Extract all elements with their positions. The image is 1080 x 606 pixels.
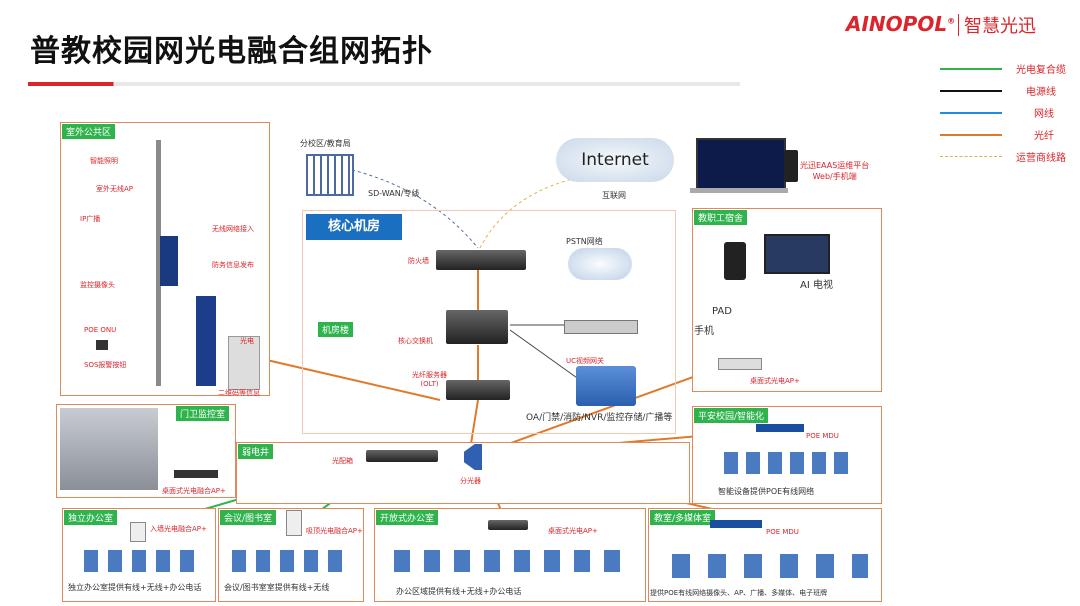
core-room-title: 核心机房 (306, 214, 402, 240)
poe-mdu-icon (756, 424, 804, 432)
legend-item: 光纤 (940, 126, 1070, 148)
cabinet-icon (228, 336, 260, 390)
legend-item: 电源线 (940, 82, 1070, 104)
title-underline (28, 82, 740, 86)
legend-item: 光电复合缆 (940, 60, 1070, 82)
core-switch-label: 核心交换机 (398, 337, 433, 345)
office-devices-icons (84, 550, 200, 572)
legend-item: 运营商线路 (940, 148, 1070, 170)
open-office-title: 开放式办公室 (376, 510, 439, 525)
brand-slogan: 智慧光迅 (964, 16, 1036, 37)
branch-campus: 分校区/教育局 (300, 138, 354, 196)
classroom-devices-icons (672, 554, 868, 578)
sdwan-label: SD-WAN/专线 (368, 189, 420, 198)
splitter-icon (464, 444, 482, 470)
ceiling-ap-icon (286, 510, 302, 536)
weak-room-title: 弱电井 (238, 444, 274, 459)
page-title: 普教校园网光电融合组网拓扑 (30, 34, 433, 69)
olt-label: 光纤服务器 (OLT) (412, 371, 447, 388)
brand-logo: AINOPOL® (846, 12, 956, 36)
guard-photo (60, 408, 158, 490)
room-label: 机房楼 (318, 322, 354, 337)
phone-icon (784, 150, 798, 182)
servers-label: OA/门禁/消防/NVR/监控存储/广播等 (526, 413, 673, 423)
outdoor-title: 室外公共区 (62, 124, 116, 139)
building-icon (306, 154, 354, 196)
guard-room-title: 门卫监控室 (176, 406, 230, 421)
brand-separator (958, 14, 959, 36)
tv-icon (764, 234, 830, 274)
desktop-ap-icon (718, 358, 762, 370)
platform-label: 光迅EAAS运维平台 Web/手机端 (800, 161, 870, 181)
smart-devices-icons (724, 452, 854, 474)
weak-room-area (236, 442, 690, 504)
voice-gateway-device (564, 320, 638, 334)
firewall-label: 防火墙 (408, 257, 429, 265)
open-office-ap-icon (488, 520, 528, 530)
classroom-title: 教室/多媒体室 (650, 510, 716, 525)
open-office-devices-icons (394, 550, 630, 572)
laptop-icon (696, 138, 786, 192)
firewall-device (436, 250, 526, 270)
wall-ap-icon (130, 522, 146, 542)
sos-button-icon (96, 340, 108, 350)
internet-link (479, 174, 591, 249)
meeting-devices-icons (232, 550, 352, 572)
classroom-poe-icon (710, 520, 762, 528)
phone-device-icon (724, 242, 746, 280)
safe-campus-title: 平安校园/智能化 (694, 408, 769, 423)
distribution-box-icon (366, 450, 438, 462)
pstn-label: PSTN网络 (566, 237, 603, 246)
uc-gateway-label: UC视频网关 (566, 357, 605, 365)
sdwan-link (351, 169, 479, 249)
smart-pole-icon (156, 140, 161, 386)
info-display-icon (160, 236, 178, 286)
core-room (302, 210, 676, 434)
servers-icon (576, 366, 636, 406)
internet-label: 互联网 (602, 191, 626, 200)
guard-ap-icon (174, 470, 218, 478)
meeting-room-title: 会议/图书室 (220, 510, 277, 525)
legend: 光电复合缆 电源线 网线 光纤 运营商线路 (940, 60, 1070, 170)
pstn-cloud-icon (568, 248, 632, 280)
kiosk-icon (196, 296, 216, 386)
internet-cloud-icon: Internet (556, 138, 674, 182)
independent-office-title: 独立办公室 (64, 510, 118, 525)
olt-device (446, 380, 510, 400)
legend-item: 网线 (940, 104, 1070, 126)
teacher-dorm-title: 教职工宿舍 (694, 210, 748, 225)
core-switch-device (446, 310, 508, 344)
